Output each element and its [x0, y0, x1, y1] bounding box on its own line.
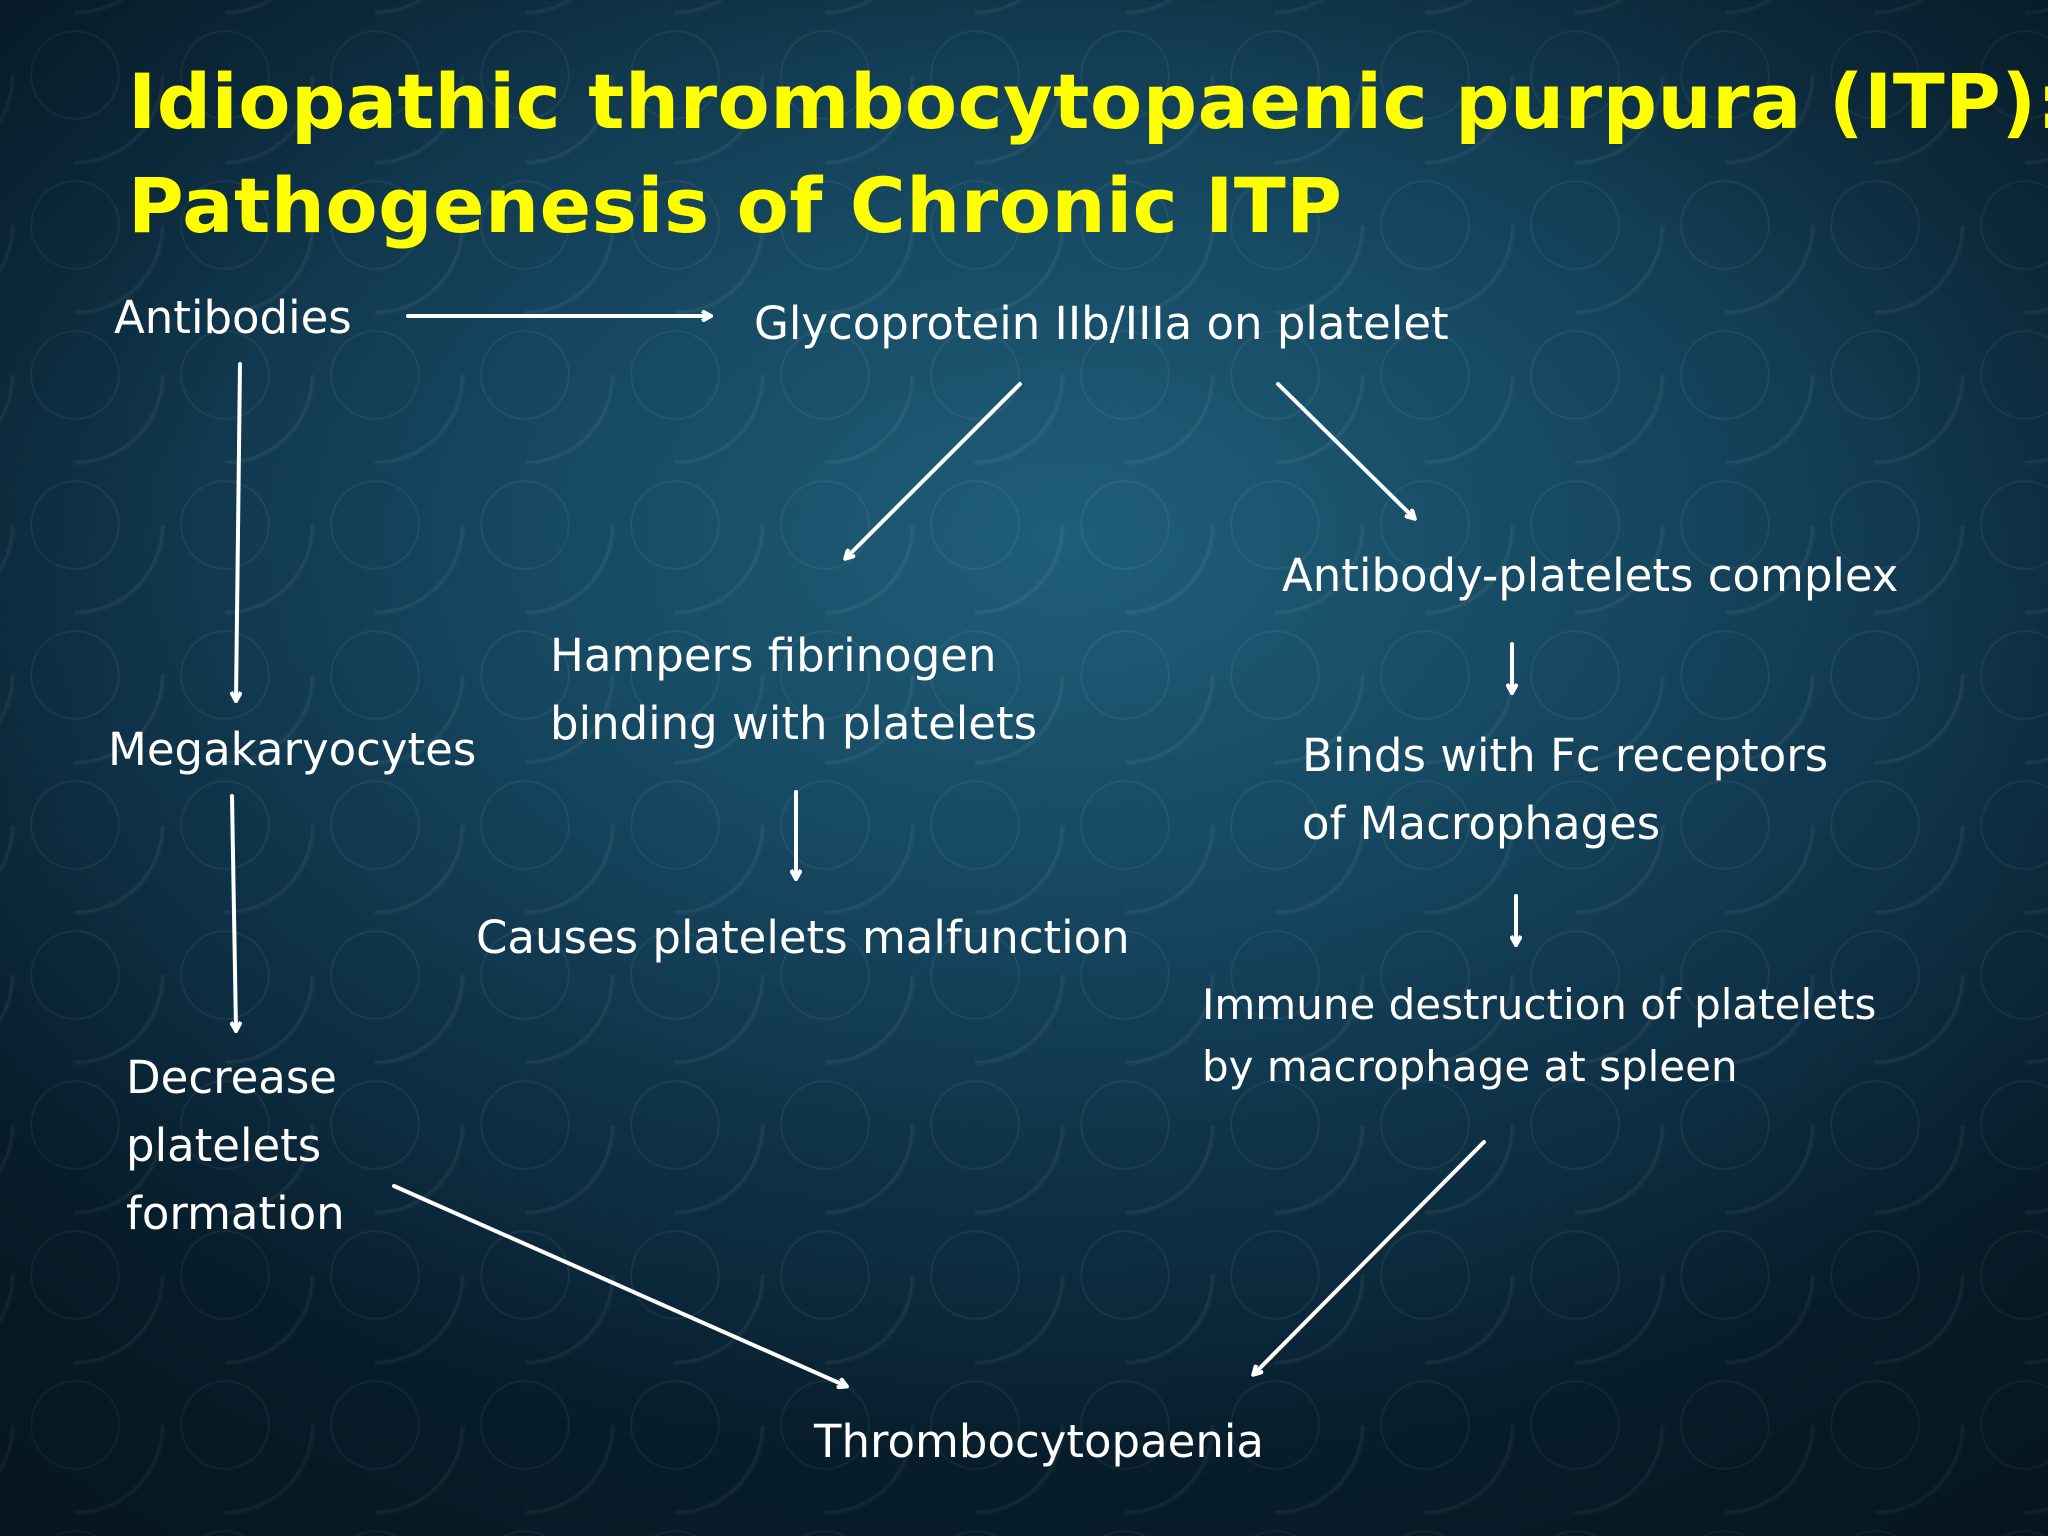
- arrow-destruction-to-thrombocytopaenia: [1254, 1140, 1486, 1374]
- destruction-line-2: by macrophage at spleen: [1202, 1042, 1738, 1091]
- node-glycoprotein: Glycoprotein IIb/IIIa on platelet: [754, 297, 1449, 350]
- decrease-line-2: platelets: [126, 1119, 322, 1172]
- node-immune-destruction: Immune destruction of platelets by macro…: [1202, 974, 1876, 1098]
- arrow-antibodies-to-megakaryocytes: [236, 362, 240, 700]
- decrease-line-1: Decrease: [126, 1051, 337, 1104]
- title-line-2: Pathogenesis of Chronic ITP: [128, 161, 1343, 250]
- hampers-line-2: binding with platelets: [550, 697, 1038, 750]
- decrease-line-3: formation: [126, 1187, 345, 1240]
- node-antibody-platelets-complex: Antibody-platelets complex: [1282, 549, 1899, 602]
- hampers-line-1: Hampers fibrinogen: [550, 629, 997, 682]
- title-line-1: Idiopathic thrombocytopaenic purpura (IT…: [128, 57, 2048, 146]
- node-megakaryocytes: Megakaryocytes: [108, 723, 477, 776]
- arrow-glycoprotein-to-hampers: [846, 382, 1022, 558]
- node-thrombocytopaenia: Thrombocytopaenia: [814, 1415, 1264, 1468]
- node-binds-fc-receptors: Binds with Fc receptors of Macrophages: [1302, 722, 1828, 858]
- destruction-line-1: Immune destruction of platelets: [1202, 980, 1877, 1029]
- fc-line-2: of Macrophages: [1302, 797, 1661, 850]
- arrow-glycoprotein-to-complex: [1276, 382, 1414, 518]
- node-hampers-fibrinogen: Hampers fibrinogen binding with platelet…: [550, 622, 1037, 758]
- arrow-megakaryocytes-to-decrease: [232, 794, 236, 1030]
- node-causes-malfunction: Causes platelets malfunction: [476, 911, 1130, 964]
- arrow-decrease-to-thrombocytopaenia: [392, 1184, 846, 1386]
- slide-title: Idiopathic thrombocytopaenic purpura (IT…: [128, 50, 2048, 258]
- node-antibodies: Antibodies: [114, 291, 352, 344]
- fc-line-1: Binds with Fc receptors: [1302, 729, 1829, 782]
- node-decrease-formation: Decrease platelets formation: [126, 1044, 345, 1248]
